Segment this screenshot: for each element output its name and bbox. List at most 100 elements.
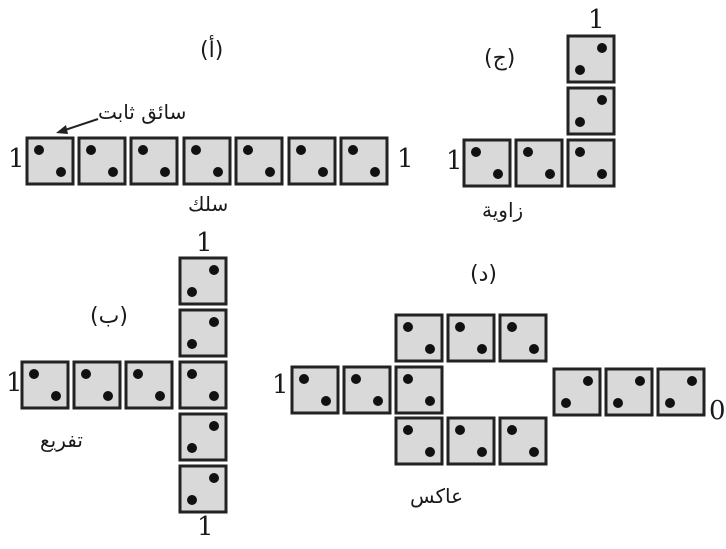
inverter-input-value: 1	[272, 370, 289, 400]
electron-dot	[403, 425, 413, 435]
qca-cell	[178, 360, 228, 410]
electron-dot	[545, 169, 555, 179]
electron-dot	[561, 398, 571, 408]
qca-cell	[339, 136, 389, 186]
qca-cell	[20, 360, 70, 410]
electron-dot	[265, 167, 275, 177]
electron-dot	[477, 447, 487, 457]
electron-dot	[575, 117, 585, 127]
electron-dot	[51, 391, 61, 401]
electron-dot	[187, 495, 197, 505]
qca-cell	[129, 136, 179, 186]
corner-caption: زاوية	[482, 198, 524, 222]
corner-output-value: 1	[588, 5, 605, 35]
qca-cell	[178, 412, 228, 462]
qca-cell-frame	[514, 138, 564, 188]
electron-dot	[191, 145, 201, 155]
qca-cell-frame	[182, 136, 232, 186]
qca-cell	[462, 138, 512, 188]
electron-dot	[209, 421, 219, 431]
electron-dot	[138, 145, 148, 155]
electron-dot	[209, 317, 219, 327]
part-c-label: (ج)	[484, 46, 516, 71]
qca-cell-frame	[446, 416, 496, 466]
electron-dot	[529, 344, 539, 354]
electron-dot	[187, 339, 197, 349]
qca-cell	[498, 416, 548, 466]
electron-dot	[529, 447, 539, 457]
electron-dot	[523, 147, 533, 157]
electron-dot	[613, 398, 623, 408]
qca-cell-frame	[178, 308, 228, 358]
qca-cell-frame	[178, 464, 228, 514]
qca-cell-frame	[498, 416, 548, 466]
electron-dot	[583, 376, 593, 386]
electron-dot	[455, 322, 465, 332]
electron-dot	[507, 425, 517, 435]
qca-cell	[394, 313, 444, 363]
electron-dot	[370, 167, 380, 177]
qca-cell-frame	[77, 136, 127, 186]
fanout-input-value: 1	[6, 368, 23, 398]
qca-cell	[566, 86, 616, 136]
qca-cell	[124, 360, 174, 410]
electron-dot	[209, 265, 219, 275]
qca-cell	[290, 365, 340, 415]
electron-dot	[299, 374, 309, 384]
electron-dot	[507, 322, 517, 332]
wire-input-value: 1	[8, 144, 25, 174]
qca-cell-frame	[498, 313, 548, 363]
qca-cell	[394, 365, 444, 415]
wire-output-value: 1	[397, 144, 414, 174]
electron-dot	[351, 374, 361, 384]
qca-cell-frame	[72, 360, 122, 410]
fanout-top-value: 1	[196, 228, 213, 258]
electron-dot	[493, 169, 503, 179]
electron-dot	[34, 145, 44, 155]
qca-cell-frame	[25, 136, 75, 186]
qca-cell-frame	[566, 34, 616, 84]
electron-dot	[86, 145, 96, 155]
qca-cell	[604, 367, 654, 417]
qca-cell	[72, 360, 122, 410]
qca-cell-frame	[234, 136, 284, 186]
electron-dot	[575, 147, 585, 157]
electron-dot	[321, 396, 331, 406]
electron-dot	[597, 43, 607, 53]
qca-cell-frame	[129, 136, 179, 186]
qca-cell-frame	[124, 360, 174, 410]
qca-cells	[20, 34, 706, 514]
qca-cell-frame	[394, 365, 444, 415]
electron-dot	[209, 473, 219, 483]
electron-dot	[635, 376, 645, 386]
electron-dot	[455, 425, 465, 435]
electron-dot	[425, 344, 435, 354]
electron-dot	[187, 287, 197, 297]
electron-dot	[597, 95, 607, 105]
qca-cell-frame	[552, 367, 602, 417]
electron-dot	[243, 145, 253, 155]
part-a-label: (أ)	[200, 38, 224, 63]
electron-dot	[133, 369, 143, 379]
qca-cell	[566, 34, 616, 84]
wire-caption: سلك	[188, 192, 229, 216]
qca-cell-frame	[178, 256, 228, 306]
qca-cell-frame	[342, 365, 392, 415]
electron-dot	[403, 374, 413, 384]
qca-cell	[566, 138, 616, 188]
fixed-driver-arrow	[56, 118, 99, 134]
electron-dot	[296, 145, 306, 155]
inverter-caption: عاكس	[410, 484, 464, 508]
qca-cell	[552, 367, 602, 417]
qca-cell-frame	[339, 136, 389, 186]
qca-cell-frame	[462, 138, 512, 188]
qca-cell-frame	[287, 136, 337, 186]
electron-dot	[665, 398, 675, 408]
qca-cell-frame	[394, 313, 444, 363]
electron-dot	[213, 167, 223, 177]
electron-dot	[318, 167, 328, 177]
qca-cell-frame	[566, 86, 616, 136]
qca-cell	[234, 136, 284, 186]
qca-cell-frame	[446, 313, 496, 363]
